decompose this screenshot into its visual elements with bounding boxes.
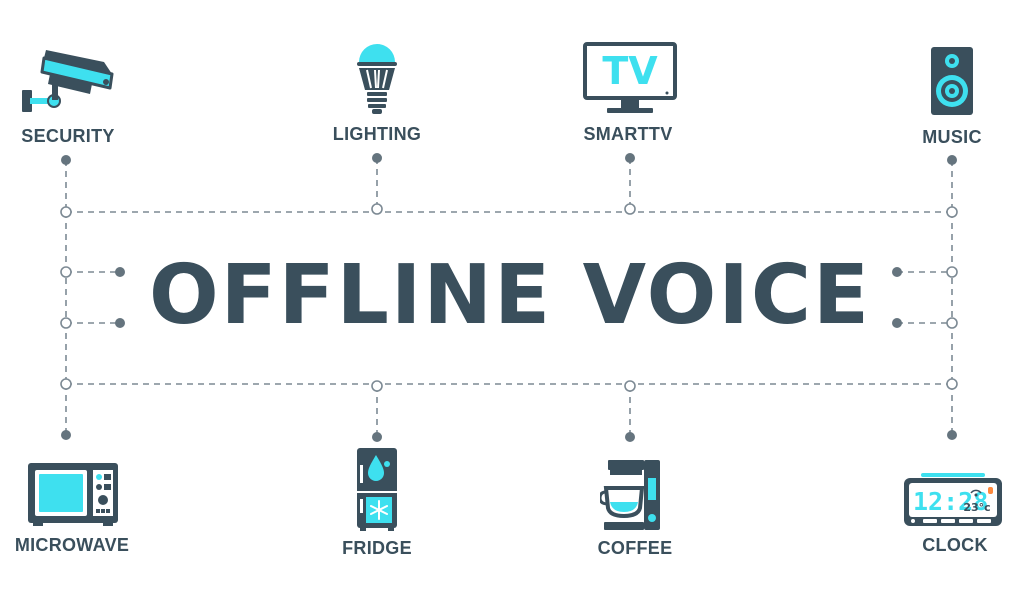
microwave-icon: [28, 463, 118, 526]
node-ring: [946, 266, 958, 278]
device-label-lighting: LIGHTING: [332, 124, 422, 144]
tv-icon: TV: [583, 42, 677, 113]
node-dot: [947, 430, 957, 440]
node-ring: [624, 203, 636, 215]
node-dot: [61, 155, 71, 165]
node-ring: [60, 266, 72, 278]
node-dot: [892, 318, 902, 328]
clock-time-text: 12:28: [913, 487, 988, 516]
node-ring: [946, 206, 958, 218]
coffee-maker-icon: [600, 460, 660, 530]
node-dot: [372, 432, 382, 442]
device-label-fridge: FRIDGE: [342, 538, 412, 558]
tv-screen-text: TV: [602, 49, 658, 93]
node-dot: [625, 432, 635, 442]
speaker-icon: [931, 47, 973, 115]
node-dot: [372, 153, 382, 163]
fridge-icon: [357, 448, 397, 531]
node-ring: [624, 380, 636, 392]
node-ring: [60, 206, 72, 218]
node-ring: [946, 378, 958, 390]
node-dot: [61, 430, 71, 440]
device-label-clock: CLOCK: [922, 535, 988, 555]
node-ring: [60, 317, 72, 329]
device-label-music: MUSIC: [922, 127, 982, 147]
node-dot: [115, 318, 125, 328]
node-dot: [892, 267, 902, 277]
node-dot: [947, 155, 957, 165]
node-ring: [60, 378, 72, 390]
node-ring: [946, 317, 958, 329]
node-ring: [371, 380, 383, 392]
device-label-security: SECURITY: [21, 126, 115, 146]
node-dot: [115, 267, 125, 277]
node-dot: [625, 153, 635, 163]
device-label-smarttv: SMARTTV: [583, 124, 673, 144]
device-label-coffee: COFFEE: [597, 538, 673, 558]
main-title: OFFLINE VOICE: [148, 248, 872, 343]
clock-temp-text: 23°c: [963, 501, 990, 514]
alarm-clock-icon: 12:28 23°c: [904, 473, 1002, 526]
node-ring: [371, 203, 383, 215]
light-bulb-icon: [357, 44, 397, 114]
security-camera-icon: [22, 50, 114, 112]
device-label-microwave: MICROWAVE: [14, 535, 130, 555]
